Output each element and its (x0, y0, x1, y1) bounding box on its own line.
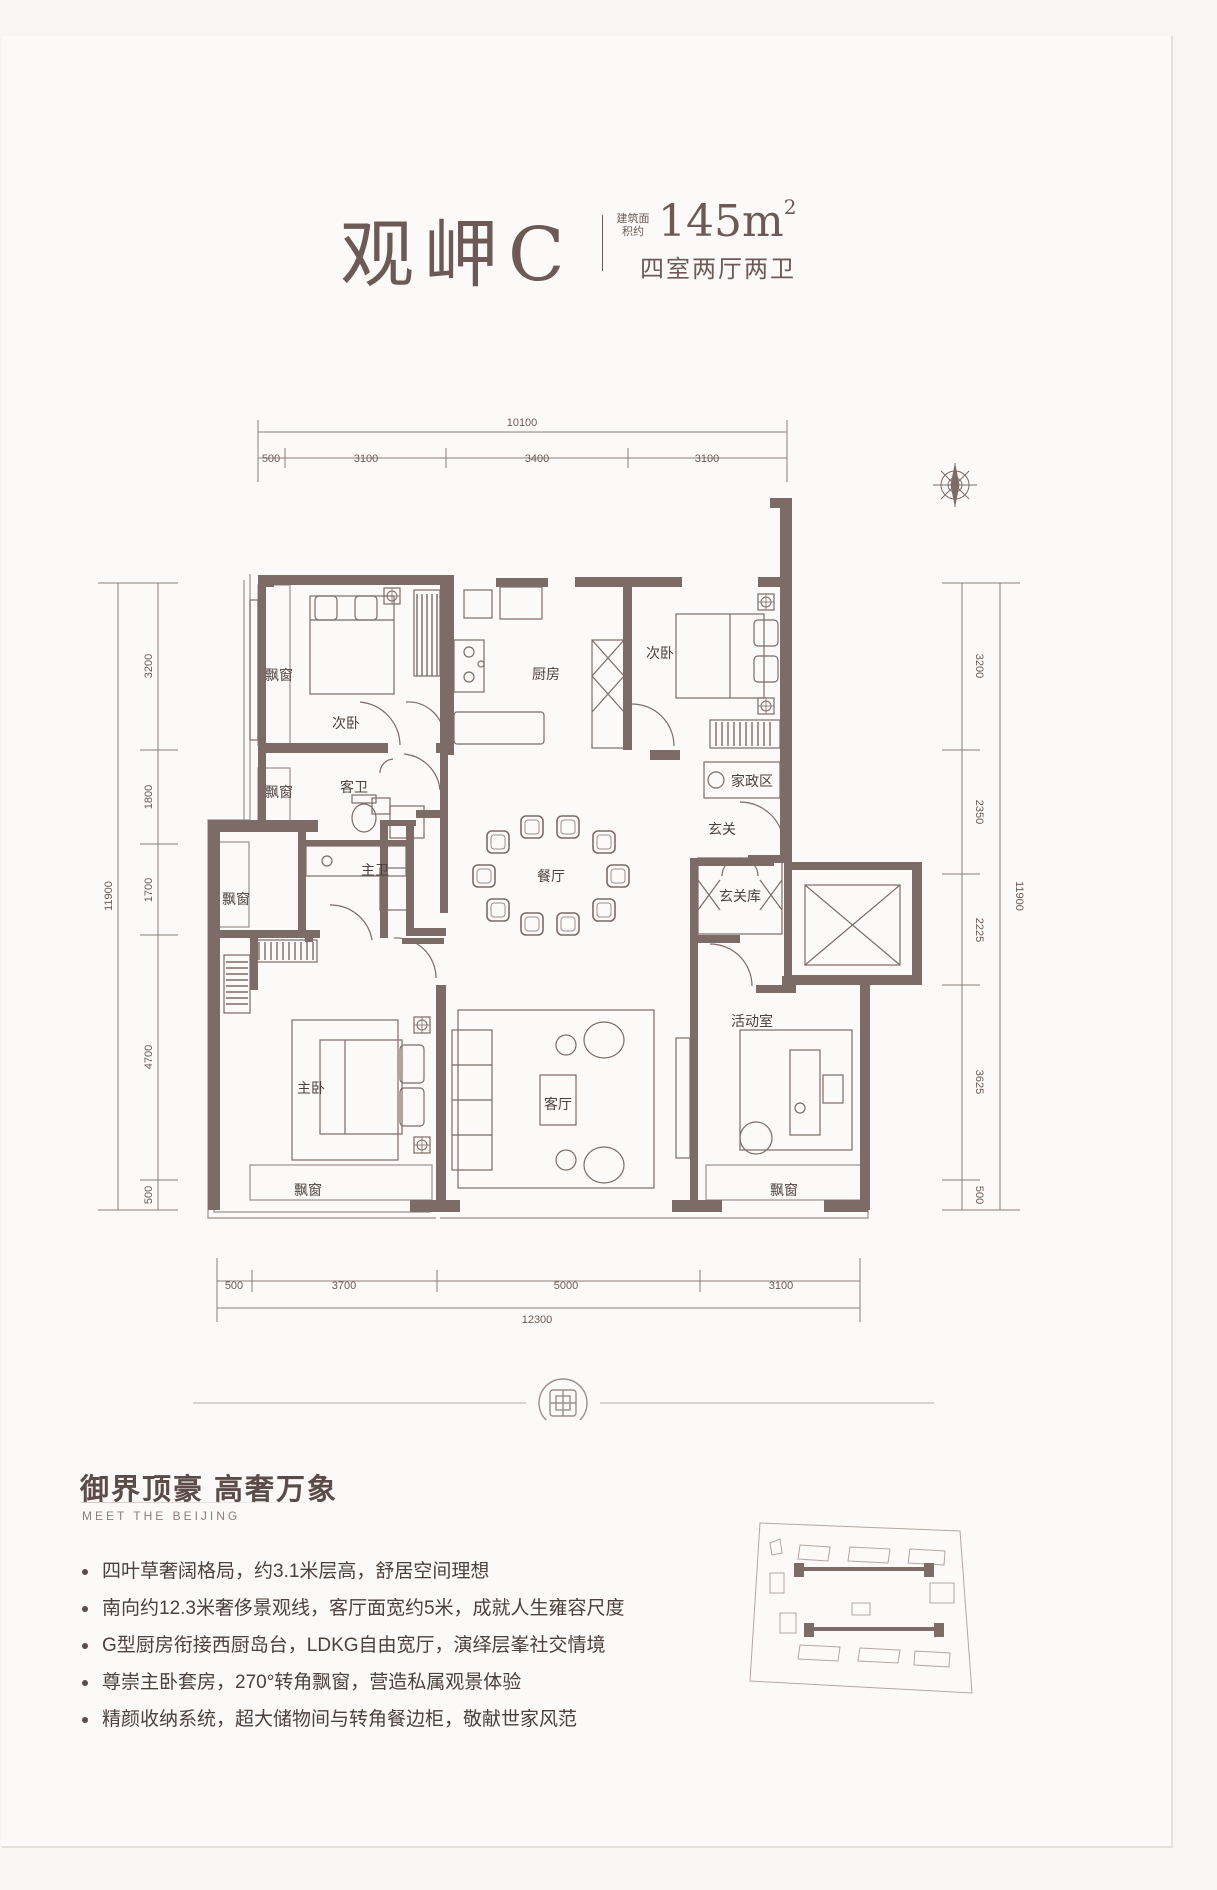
dim-left-total: 11900 (103, 881, 115, 911)
area-number: 145m (658, 196, 784, 247)
dim-right-1: 3200 (973, 654, 985, 678)
area-unit-sup: 2 (783, 195, 797, 219)
title-divider (602, 215, 603, 271)
label-kitchen: 厨房 (532, 666, 560, 682)
feature-text: 尊崇主卧套房，270°转角飘窗，营造私属观景体验 (102, 1672, 522, 1693)
bullet-icon (82, 1606, 88, 1612)
label-second-bedroom-2: 次卧 (646, 645, 674, 661)
dim-left-3: 1700 (143, 878, 155, 902)
feature-text: 南向约12.3米奢侈景观线，客厅面宽约5米，成就人生雍容尺度 (102, 1598, 625, 1619)
label-bay-window-2: 飘窗 (265, 784, 293, 800)
label-living: 客厅 (544, 1096, 572, 1112)
label-dining: 餐厅 (537, 868, 565, 884)
ornament-icon (538, 1378, 588, 1420)
dim-top-2: 3100 (354, 453, 378, 465)
label-housekeeping: 家政区 (731, 773, 773, 789)
label-entrance-storage: 玄关库 (719, 888, 761, 904)
label-bay-window-4: 飘窗 (294, 1182, 322, 1198)
page-background (2, 36, 1173, 1848)
dim-left-5: 500 (143, 1186, 155, 1204)
striped-cabinets (226, 594, 771, 1005)
dim-top-3: 3400 (525, 453, 549, 465)
label-master-bath: 主卫 (361, 862, 389, 878)
feature-list: 四叶草奢阔格局，约3.1米层高，舒居空间理想 南向约12.3米奢侈景观线，客厅面… (82, 1553, 625, 1738)
walls (208, 498, 922, 1212)
section-subtitle: MEET THE BEIJING (82, 1509, 241, 1523)
unit-name: 观岬C (340, 212, 575, 298)
interior-details (223, 586, 901, 1189)
bullet-icon (82, 1643, 88, 1649)
floor-plan: 10100 500 3100 3400 3100 500 3700 5000 3… (98, 417, 1025, 1420)
dim-top-4: 3100 (695, 453, 719, 465)
label-entrance: 玄关 (708, 821, 736, 837)
dim-right-total: 11900 (1013, 881, 1025, 911)
unit-layout: 四室两厅两卫 (640, 256, 796, 283)
list-item: G型厨房衔接西厨岛台，LDKG自由宽厅，演绎层峯社交情境 (82, 1627, 625, 1664)
label-bay-window-5: 飘窗 (770, 1182, 798, 1198)
area-label: 建筑面积约 (616, 213, 650, 238)
label-bay-window-3: 飘窗 (222, 891, 250, 907)
feature-text: G型厨房衔接西厨岛台，LDKG自由宽厅，演绎层峯社交情境 (102, 1635, 606, 1656)
dim-left-2: 1800 (143, 785, 155, 809)
dim-right-3: 2225 (973, 918, 985, 942)
label-second-bedroom-1: 次卧 (332, 715, 360, 731)
list-item: 南向约12.3米奢侈景观线，客厅面宽约5米，成就人生雍容尺度 (82, 1590, 625, 1627)
dimension-lines (98, 420, 1020, 1322)
dim-top-total: 10100 (507, 417, 538, 429)
section-divider (82, 1502, 337, 1503)
dim-bottom-total: 12300 (522, 1314, 553, 1326)
bullet-icon (82, 1680, 88, 1686)
dim-bottom-1: 500 (225, 1280, 243, 1292)
label-bay-window-1: 飘窗 (265, 667, 293, 683)
dim-bottom-3: 5000 (554, 1280, 578, 1292)
dim-bottom-4: 3100 (769, 1280, 793, 1292)
list-item: 四叶草奢阔格局，约3.1米层高，舒居空间理想 (82, 1553, 625, 1590)
ornament-divider (193, 1378, 934, 1420)
feature-text: 四叶草奢阔格局，约3.1米层高，舒居空间理想 (102, 1561, 490, 1582)
dim-right-4: 3625 (973, 1070, 985, 1094)
dim-top-1: 500 (262, 453, 280, 465)
list-item: 精颜收纳系统，超大储物间与转角餐边柜，敬献世家风范 (82, 1701, 625, 1738)
label-master-bedroom: 主卧 (297, 1080, 325, 1096)
label-guest-bath: 客卫 (340, 779, 368, 795)
dim-right-2: 2350 (973, 800, 985, 824)
dim-right-5: 500 (973, 1186, 985, 1204)
dim-left-4: 4700 (143, 1045, 155, 1069)
dim-bottom-2: 3700 (332, 1280, 356, 1292)
dim-left-1: 3200 (143, 654, 155, 678)
list-item: 尊崇主卧套房，270°转角飘窗，营造私属观景体验 (82, 1664, 625, 1701)
bullet-icon (82, 1569, 88, 1575)
feature-text: 精颜收纳系统，超大储物间与转角餐边柜，敬献世家风范 (102, 1709, 578, 1730)
compass-icon (933, 463, 977, 507)
area-value: 145m2 (658, 195, 796, 247)
section-title: 御界顶豪 高奢万象 (80, 1474, 339, 1506)
site-plan-map (749, 1522, 973, 1694)
label-activity-room: 活动室 (731, 1013, 773, 1029)
bullet-icon (82, 1717, 88, 1723)
